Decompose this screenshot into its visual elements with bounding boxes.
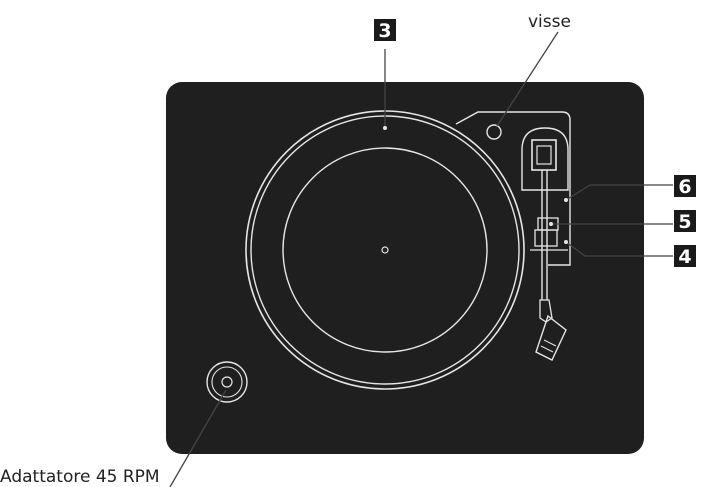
turntable-base [166, 82, 644, 454]
record-mat-ring [282, 147, 488, 353]
callout-3: 3 [374, 19, 396, 42]
headshell [535, 314, 567, 361]
callout-5-number: 5 [678, 211, 691, 233]
spindle [381, 246, 389, 254]
screw-label: visse [528, 12, 571, 32]
callout-4-number: 4 [678, 246, 691, 268]
tonearm-plate-outline [455, 111, 571, 266]
callout-6-box [674, 175, 696, 197]
leader-6 [565, 184, 673, 201]
callout-5-box [674, 210, 696, 232]
adapter-label: Adattatore 45 RPM [0, 467, 160, 487]
counterweight-inner [536, 145, 552, 165]
adapter-45rpm-ring [211, 366, 243, 398]
leader-6-dot [564, 198, 568, 202]
leader-5-dot [549, 222, 553, 226]
callout-3-box [374, 19, 396, 41]
headshell-neck [539, 299, 553, 323]
adapter-45rpm-hole [221, 376, 233, 388]
leader-4 [565, 241, 673, 257]
leader-3-dot [383, 126, 387, 130]
leader-adapter [169, 389, 227, 487]
headshell-detail-1 [543, 339, 557, 347]
leader-screw [496, 31, 559, 127]
callout-4-box [674, 245, 696, 267]
adapter-45rpm-outer [206, 361, 248, 403]
screw-hole [486, 124, 502, 140]
callout-6-number: 6 [678, 176, 691, 198]
callout-6: 6 [674, 175, 696, 198]
callout-3-number: 3 [378, 20, 391, 42]
tonearm-pivot-housing [521, 127, 569, 191]
callout-4: 4 [674, 245, 696, 268]
headshell-detail-2 [540, 345, 554, 353]
callout-5: 5 [674, 210, 696, 233]
counterweight [531, 139, 557, 171]
leader-4-dot [564, 240, 568, 244]
arm-rest-block [534, 229, 558, 247]
